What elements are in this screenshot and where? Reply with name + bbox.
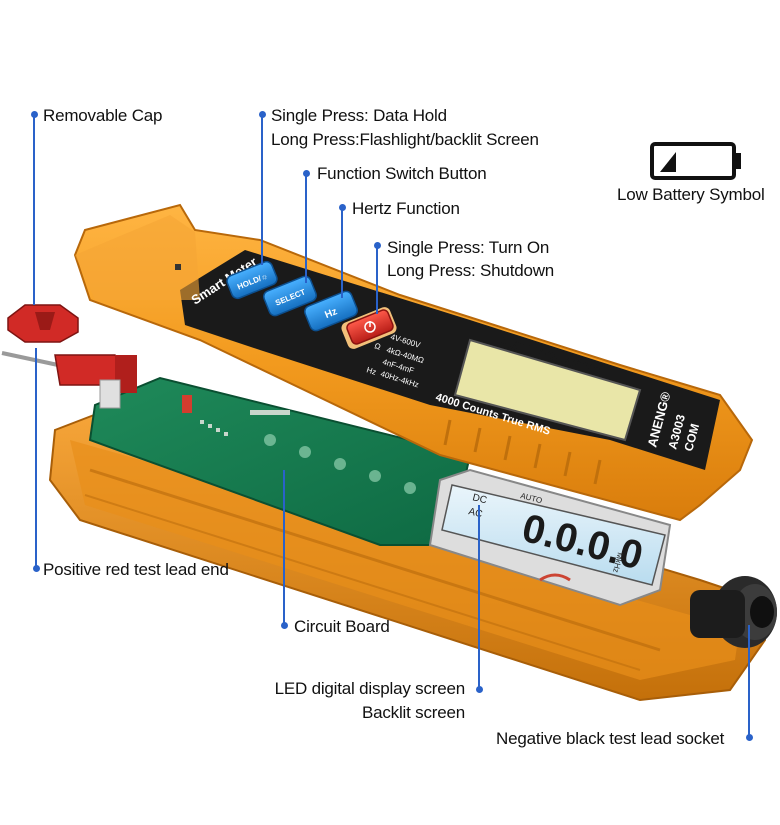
hold-dot xyxy=(259,111,266,118)
hold-button[interactable]: HOLD/☼ xyxy=(225,260,278,300)
spec-hz: Hz xyxy=(365,365,377,376)
display-leader xyxy=(478,505,480,687)
function-switch-leader xyxy=(305,176,307,283)
hold-leader xyxy=(261,117,263,265)
positive-test-lead xyxy=(1,351,137,409)
circuit-board-dot xyxy=(281,622,288,629)
removable-cap-leader xyxy=(33,117,35,305)
removable-cap xyxy=(7,304,79,343)
power-leader xyxy=(376,248,378,314)
select-button[interactable]: SELECT xyxy=(262,275,318,318)
lcd-module: 0.0.0.0 DC AC AUTO MkHz xyxy=(428,468,672,607)
removable-cap-dot xyxy=(31,111,38,118)
display-dot xyxy=(476,686,483,693)
power-dot xyxy=(374,242,381,249)
power-button[interactable] xyxy=(340,305,399,350)
positive-lead-label: Positive red test lead end xyxy=(43,560,229,579)
negative-socket xyxy=(690,576,777,648)
hz-button[interactable]: Hz xyxy=(303,290,359,333)
display-label-line1: LED digital display screen xyxy=(274,679,466,698)
hertz-leader xyxy=(341,210,343,298)
low-battery-label: Low Battery Symbol xyxy=(617,185,765,204)
power-label-line2: Long Press: Shutdown xyxy=(387,261,555,280)
positive-lead-leader xyxy=(35,348,37,566)
hz-button-label: Hz xyxy=(323,306,338,321)
hertz-dot xyxy=(339,204,346,211)
negative-socket-label: Negative black test lead socket xyxy=(496,729,725,748)
function-switch-label: Function Switch Button xyxy=(317,164,487,183)
power-label-line1: Single Press: Turn On xyxy=(387,238,550,257)
negative-socket-dot xyxy=(746,734,753,741)
negative-socket-leader xyxy=(748,625,750,735)
low-battery-icon xyxy=(650,142,741,180)
removable-cap-label: Removable Cap xyxy=(43,106,163,125)
lcd-dc-label: DC xyxy=(471,492,488,506)
function-switch-dot xyxy=(303,170,310,177)
positive-lead-dot xyxy=(33,565,40,572)
hold-label-line2: Long Press:Flashlight/backlit Screen xyxy=(271,130,539,149)
hold-label-line1: Single Press: Data Hold xyxy=(271,106,447,125)
hertz-label: Hertz Function xyxy=(352,199,460,218)
spec-ohm: Ω xyxy=(373,341,381,351)
circuit-board-label: Circuit Board xyxy=(294,617,390,636)
display-label-line2: Backlit screen xyxy=(361,703,465,722)
circuit-board-leader xyxy=(283,470,285,623)
